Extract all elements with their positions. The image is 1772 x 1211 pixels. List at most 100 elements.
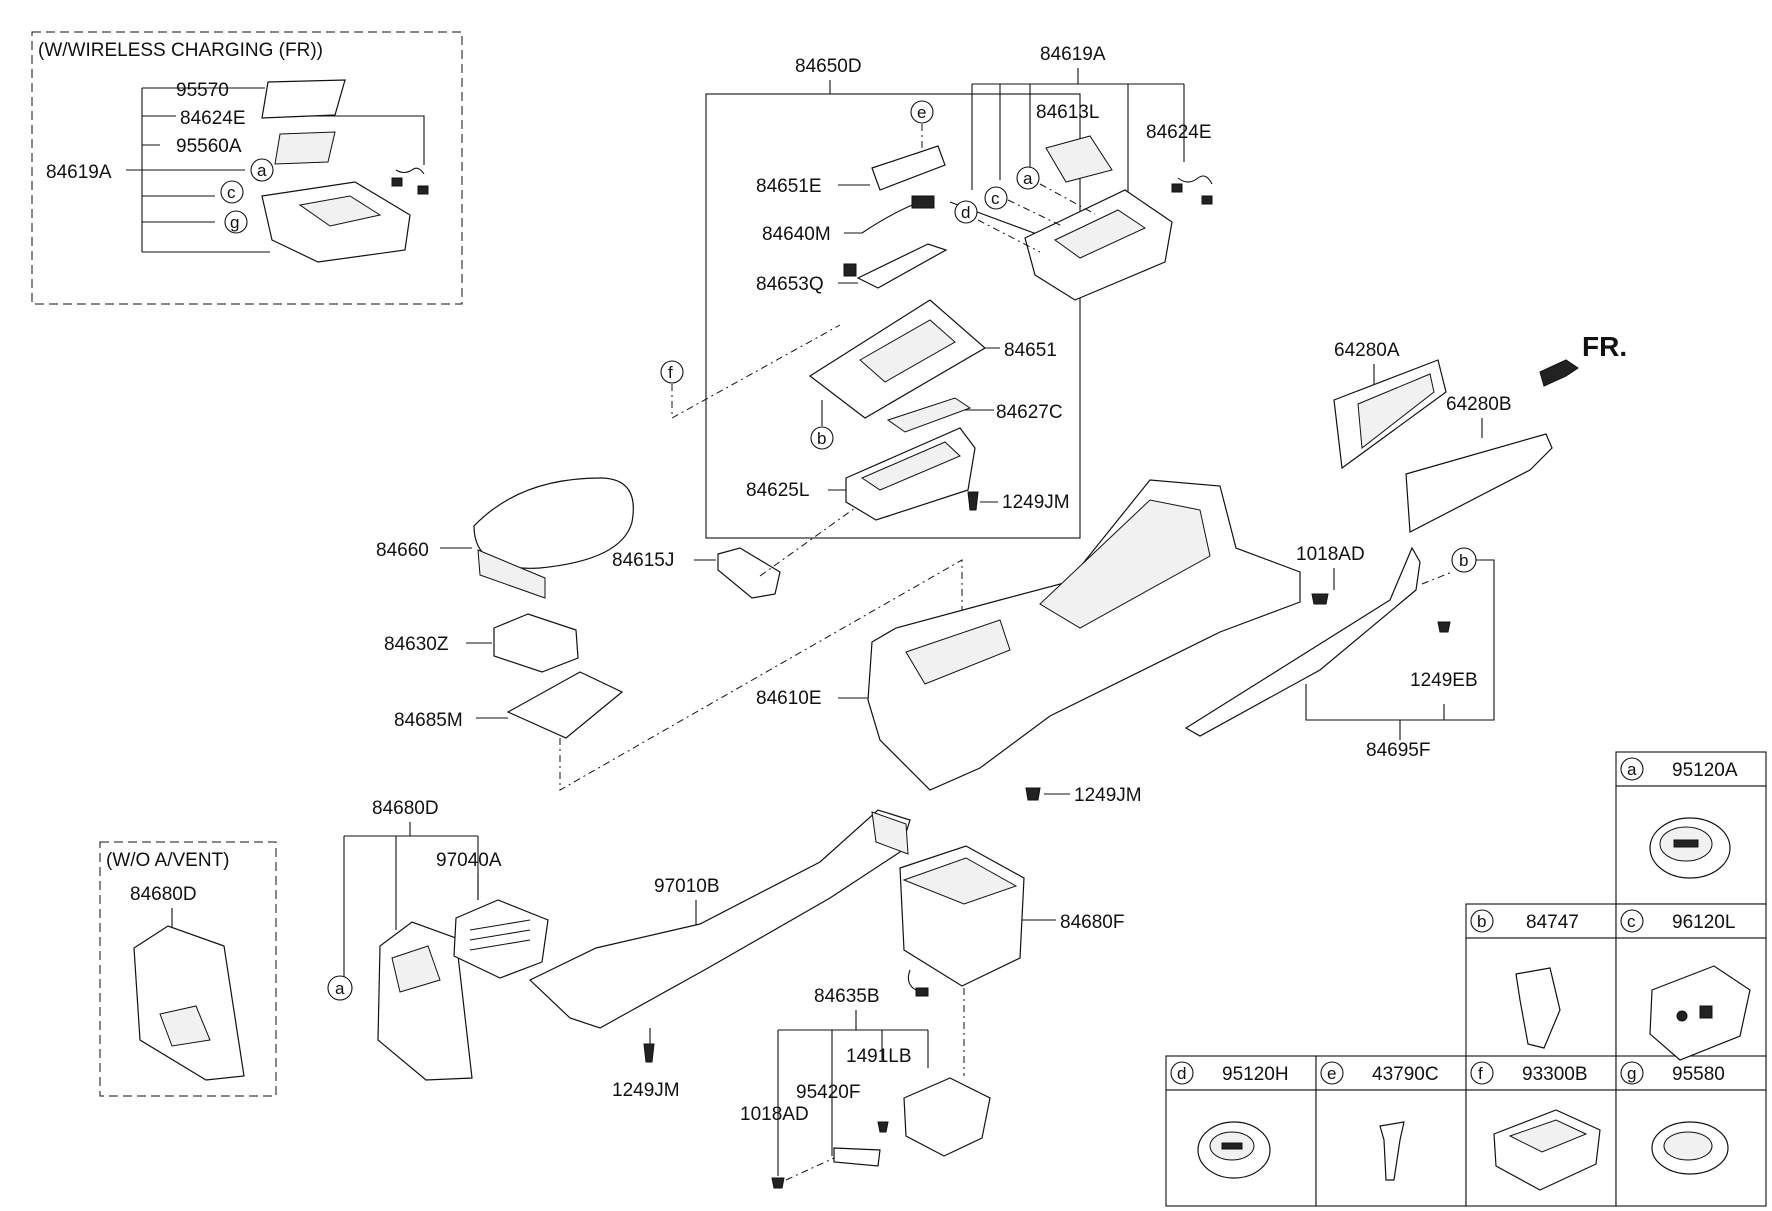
legend-d-sketch <box>1197 1121 1271 1179</box>
label-84619A[interactable]: 84619A <box>1040 44 1106 65</box>
label-84610E[interactable]: 84610E <box>756 688 822 709</box>
part-84680F-connector <box>915 987 929 997</box>
wireless-tray-inner <box>298 195 382 227</box>
part-97040A-louvers <box>469 919 531 951</box>
callout-a-wireless-letter: a <box>257 161 267 180</box>
label-84680F[interactable]: 84680F <box>1060 912 1124 933</box>
callout-a-tray-letter: a <box>1023 169 1033 188</box>
tray-callout-leaders <box>977 183 1096 253</box>
label-1249JM-console[interactable]: 1249JM <box>1074 785 1142 806</box>
label-84624E-wireless[interactable]: 84624E <box>180 108 246 129</box>
callout-f-letter: f <box>668 363 673 382</box>
part-84640M-wire <box>861 202 918 234</box>
wireless-charging-group: (W/WIRELESS CHARGING (FR)) 95570 84624E … <box>31 31 463 305</box>
part-84610E-bin <box>905 619 1011 685</box>
label-84624E[interactable]: 84624E <box>1146 122 1212 143</box>
callout-c-tray[interactable] <box>984 186 1008 210</box>
label-97010B[interactable]: 97010B <box>654 876 720 897</box>
label-1249JM-duct[interactable]: 1249JM <box>612 1080 680 1101</box>
label-95560A[interactable]: 95560A <box>176 136 242 157</box>
part-84615J <box>717 547 781 599</box>
label-84650D[interactable]: 84650D <box>795 56 862 77</box>
label-84630Z[interactable]: 84630Z <box>384 634 449 655</box>
label-84660[interactable]: 84660 <box>376 540 429 561</box>
callout-b-panel-letter: b <box>817 429 826 448</box>
wireless-connector-2 <box>417 185 429 195</box>
callout-f[interactable] <box>660 360 684 384</box>
legend-c-sketch <box>1649 965 1751 1061</box>
legend-b-part[interactable]: 84747 <box>1526 912 1579 933</box>
label-84695F[interactable]: 84695F <box>1366 740 1430 761</box>
label-84651E[interactable]: 84651E <box>756 176 822 197</box>
label-84635B[interactable]: 84635B <box>814 986 880 1007</box>
legend-e-badge <box>1320 1061 1344 1085</box>
part-84610E-center <box>1039 499 1211 629</box>
shift-panel-group: 84650D e 84651E 84640M 84653Q 84651 b 84… <box>660 56 1081 539</box>
callout-g-wireless[interactable] <box>224 210 248 234</box>
label-84613L[interactable]: 84613L <box>1036 102 1099 123</box>
legend-e-letter: e <box>1327 1064 1336 1083</box>
label-95570[interactable]: 95570 <box>176 80 229 101</box>
callout-a-tray[interactable] <box>1016 166 1040 190</box>
label-64280B[interactable]: 64280B <box>1446 394 1512 415</box>
label-97040A[interactable]: 97040A <box>436 850 502 871</box>
part-84660 <box>473 477 634 569</box>
label-1249JM-panel[interactable]: 1249JM <box>1002 492 1070 513</box>
legend-a-part[interactable]: 95120A <box>1672 760 1738 781</box>
wireless-cover-part <box>274 131 336 165</box>
part-84660-hinge <box>477 549 546 599</box>
part-84695F <box>1184 546 1421 737</box>
callout-c-wireless[interactable] <box>220 180 244 204</box>
legend-c-letter: c <box>1627 912 1636 931</box>
wireless-group-title: (W/WIRELESS CHARGING (FR)) <box>38 40 323 61</box>
screw-1249JM-panel <box>967 491 979 511</box>
side-covers-group: 64280A 64280B FR. <box>1333 331 1627 533</box>
wo-vent-group-title: (W/O A/VENT) <box>106 850 230 871</box>
callout-e[interactable] <box>910 100 934 124</box>
label-1249EB[interactable]: 1249EB <box>1410 670 1478 691</box>
legend-d-part[interactable]: 95120H <box>1222 1064 1289 1085</box>
main-console-group: 84660 84615J 84630Z 84685M 84610E 1018AD… <box>376 477 1495 806</box>
part-84640M-module <box>911 195 935 209</box>
legend-a-badge <box>1620 757 1644 781</box>
clip-1018AD-bracket <box>771 1177 785 1189</box>
label-84640M[interactable]: 84640M <box>762 224 831 245</box>
callout-b-panel[interactable] <box>810 426 834 450</box>
label-84653Q[interactable]: 84653Q <box>756 274 824 295</box>
callout-d-tray[interactable] <box>954 200 978 224</box>
label-64280A[interactable]: 64280A <box>1334 340 1400 361</box>
legend-a-letter: a <box>1627 760 1637 779</box>
part-84651E <box>871 145 946 191</box>
callout-a-wireless[interactable] <box>250 158 274 182</box>
legend-f-letter: f <box>1478 1064 1483 1083</box>
legend-e-part[interactable]: 43790C <box>1372 1064 1439 1085</box>
legend-f-badge <box>1470 1061 1494 1085</box>
legend-a-sketch <box>1649 817 1731 879</box>
legend-c-part[interactable]: 96120L <box>1672 912 1735 933</box>
label-1018AD-console[interactable]: 1018AD <box>1296 544 1365 565</box>
legend-g-badge <box>1620 1061 1644 1085</box>
legend-g-part[interactable]: 95580 <box>1672 1064 1725 1085</box>
label-84680D-wo-vent[interactable]: 84680D <box>130 884 197 905</box>
label-84627C[interactable]: 84627C <box>996 402 1063 423</box>
label-84615J[interactable]: 84615J <box>612 550 674 571</box>
legend-e-clip <box>1379 1121 1405 1181</box>
label-95420F[interactable]: 95420F <box>796 1082 860 1103</box>
callout-a-vent-letter: a <box>335 979 345 998</box>
callout-a-vent[interactable] <box>327 975 353 1001</box>
bracket-84619A <box>971 68 1185 196</box>
legend-d-letter: d <box>1177 1064 1186 1083</box>
label-84651[interactable]: 84651 <box>1004 340 1057 361</box>
label-84680D[interactable]: 84680D <box>372 798 439 819</box>
part-84635B-bracket <box>903 1077 991 1157</box>
wireless-pad-part <box>261 79 346 119</box>
label-1018AD-bracket[interactable]: 1018AD <box>740 1104 809 1125</box>
label-84619A-wireless[interactable]: 84619A <box>46 162 112 183</box>
label-84685M[interactable]: 84685M <box>394 710 463 731</box>
part-84651-opening <box>859 319 956 383</box>
label-1491LB[interactable]: 1491LB <box>846 1046 912 1067</box>
label-84625L[interactable]: 84625L <box>746 480 809 501</box>
part-84625L-opening <box>860 441 961 491</box>
legend-f-part[interactable]: 93300B <box>1522 1064 1588 1085</box>
